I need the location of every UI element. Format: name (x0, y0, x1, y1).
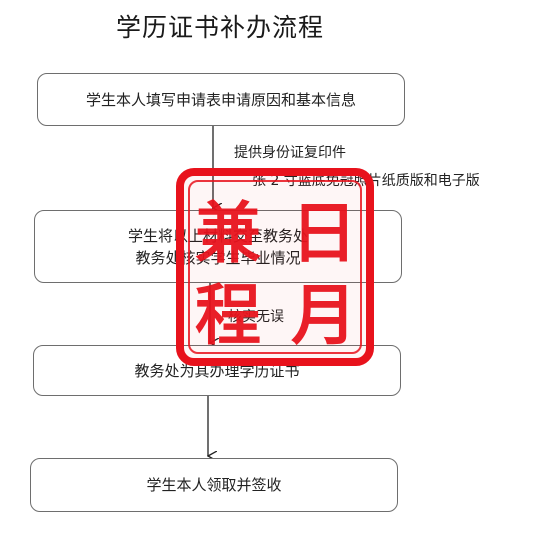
flow-step-fill-application: 学生本人填写申请表申请原因和基本信息 (37, 73, 405, 126)
note-id-copy: 提供身份证复印件 (234, 145, 346, 161)
seal-char-top-right: 日 (291, 195, 357, 272)
step-label: 学生本人领取并签收 (146, 476, 282, 494)
flow-step-submit-materials: 学生将以上材料交至教务处 教务处核实学生毕业情况 (34, 210, 402, 283)
red-seal-stamp: 兼 日 程 月 (176, 168, 374, 366)
flow-step-collect-and-sign: 学生本人领取并签收 (30, 458, 398, 512)
seal-char-bottom-left: 程 (195, 277, 261, 354)
step-label: 学生将以上材料交至教务处 (128, 225, 308, 247)
seal-char-top-left: 兼 (195, 195, 261, 272)
seal-outer-border (176, 168, 374, 366)
step-label: 学生本人填写申请表申请原因和基本信息 (85, 90, 356, 109)
note-verified: 核实无误 (228, 306, 284, 326)
diagram-title: 学历证书补办流程 (115, 13, 324, 42)
seal-inner-border (188, 180, 362, 354)
step-label: 教务处为其办理学历证书 (134, 361, 300, 380)
seal-char-bottom-right: 月 (291, 277, 357, 354)
